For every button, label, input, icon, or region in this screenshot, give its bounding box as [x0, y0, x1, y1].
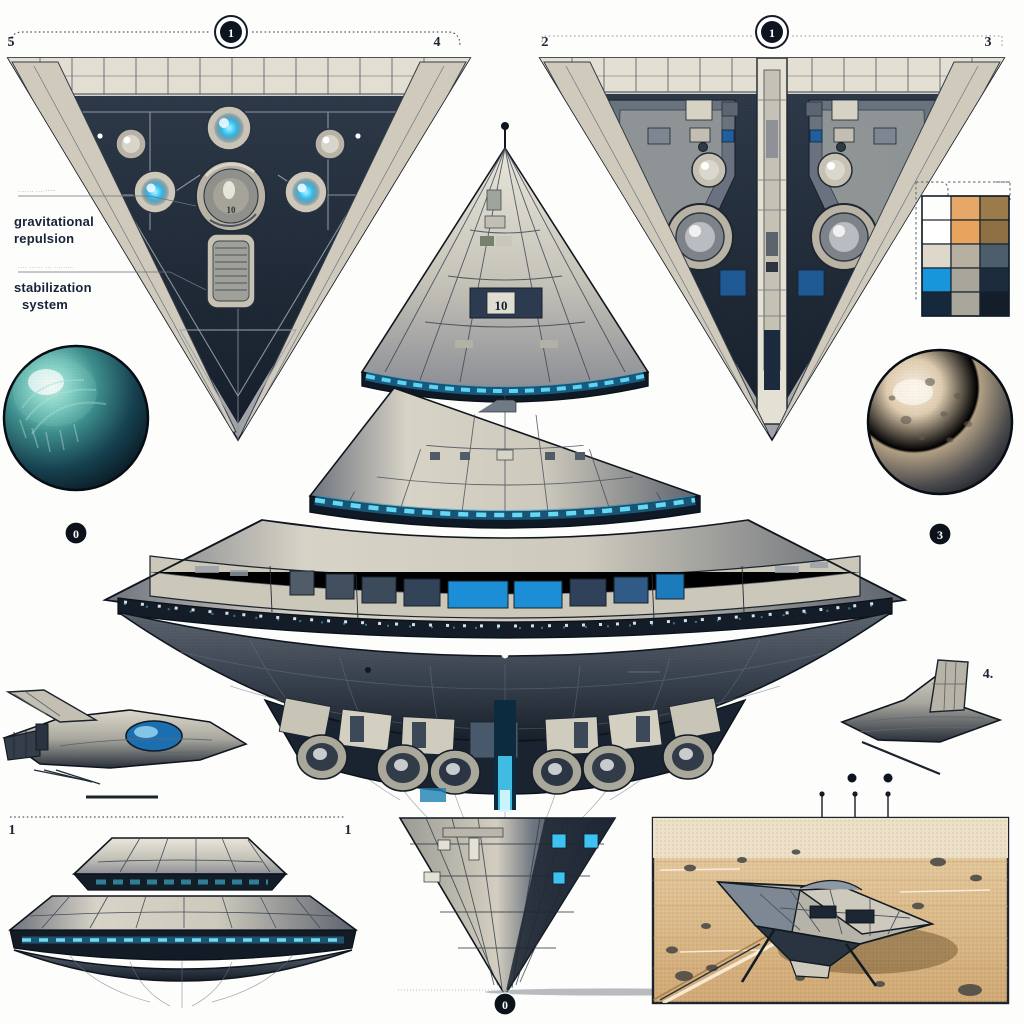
callout-2-micro-note: .... ...... ... ......... — [18, 264, 75, 270]
swatch-3-0[interactable] — [921, 267, 952, 293]
planet-teal-group: 0 — [2, 344, 150, 545]
landed-craft-desert-inset: ...... — [651, 791, 1010, 1005]
callout-1-micro-note: ....... ....---- — [18, 188, 56, 194]
moon-tan-group: 3 — [866, 348, 1014, 546]
callout-gravitational-repulsion: ....... ....---- gravitational repulsion — [14, 188, 197, 246]
swatch-1-1[interactable] — [950, 219, 981, 245]
dim-mark-end-right: 3 — [985, 35, 992, 50]
dim-badge-left[interactable]: 1 — [214, 15, 248, 49]
swatch-2-0[interactable] — [921, 243, 952, 269]
thruster-ring-left — [666, 203, 734, 271]
moon-tan-badge[interactable]: 3 — [928, 522, 952, 546]
emitter-right — [284, 170, 328, 214]
core-module: 10 — [195, 160, 267, 232]
keel-badge[interactable]: 0 — [493, 992, 517, 1016]
left-plan-dimension-bracket: 5 4 1 — [8, 15, 461, 50]
upper-cone: 10 — [360, 146, 650, 403]
main-elevation-view: 10 — [102, 122, 908, 1016]
mid-cone — [308, 387, 701, 529]
engine-pod-row — [263, 697, 747, 812]
keel-cone: 0 — [398, 817, 745, 1016]
emitter-top — [206, 105, 252, 151]
callout-1-line1: gravitational — [14, 214, 94, 229]
emitter-left — [133, 170, 177, 214]
sensor-dome-right — [314, 128, 346, 160]
misc-registration-marks — [365, 667, 660, 673]
planet-teal-badge-label: 0 — [73, 527, 79, 541]
glow-strip-upper — [365, 371, 645, 396]
grille-module — [206, 233, 256, 309]
dim-mark-start-right: 2 — [542, 35, 549, 50]
inset-micro-note: ...... — [940, 894, 954, 900]
swatch-grid — [921, 195, 1010, 317]
callout-group: ....... ....---- gravitational repulsion… — [14, 188, 207, 312]
glow-strip-mid — [314, 495, 696, 520]
interceptor-right-label: 4. — [983, 667, 994, 682]
swatch-3-2[interactable] — [979, 267, 1010, 293]
planet-teal-badge[interactable]: 0 — [64, 521, 88, 545]
dim-badge-right-label: 1 — [769, 26, 775, 40]
bottom-dimension-bracket: 1 1 — [9, 816, 352, 838]
left-plan-view: 10 5 4 1 — [6, 15, 472, 442]
sensor-pod-left — [691, 152, 727, 188]
color-swatch-panel — [915, 181, 1011, 317]
right-plan-dimension-bracket: 2 3 1 — [541, 15, 1003, 50]
callout-2-line1: stabilization — [14, 280, 92, 295]
moon-tan-badge-label: 3 — [937, 528, 943, 542]
interceptor-side-view-right: 4. — [839, 659, 1003, 783]
swatch-0-1[interactable] — [950, 195, 981, 221]
dim-mark-start-left: 5 — [8, 35, 15, 50]
swatch-4-0[interactable] — [921, 291, 952, 317]
window-band — [149, 555, 861, 621]
core-module-marking: 10 — [227, 205, 237, 215]
swatch-4-2[interactable] — [979, 291, 1010, 317]
emitter-cluster: 10 — [97, 105, 361, 309]
sensor-dome-left — [115, 128, 147, 160]
swatch-1-0[interactable] — [921, 219, 952, 245]
swatch-2-2[interactable] — [979, 243, 1010, 269]
hull-marking: 10 — [495, 298, 508, 313]
swatch-4-1[interactable] — [950, 291, 981, 317]
swatch-3-1[interactable] — [950, 267, 981, 293]
keel-badge-label: 0 — [502, 998, 508, 1012]
bottom-dim-end: 1 — [345, 823, 352, 838]
interceptor-side-view-left — [2, 689, 248, 799]
dim-badge-left-label: 1 — [228, 26, 234, 40]
thruster-ring-right — [810, 203, 878, 271]
bottom-side-elevation: 1 1 — [8, 816, 359, 1008]
dim-badge-right[interactable]: 1 — [755, 15, 789, 49]
sensor-pod-right — [817, 152, 853, 188]
callout-stabilization-system: .... ...... ... ......... stabilization … — [14, 264, 207, 312]
swatch-0-2[interactable] — [979, 195, 1010, 221]
swatch-1-2[interactable] — [979, 219, 1010, 245]
dorsal-spine — [756, 58, 788, 425]
bottom-dim-start: 1 — [9, 823, 16, 838]
thruster-nozzles — [296, 734, 714, 795]
swatch-2-1[interactable] — [950, 243, 981, 269]
dim-mark-end-left: 4 — [434, 35, 441, 50]
right-plan-view: 2 3 1 — [538, 15, 1006, 442]
callout-2-line2: system — [22, 297, 68, 312]
callout-1-line2: repulsion — [14, 231, 74, 246]
